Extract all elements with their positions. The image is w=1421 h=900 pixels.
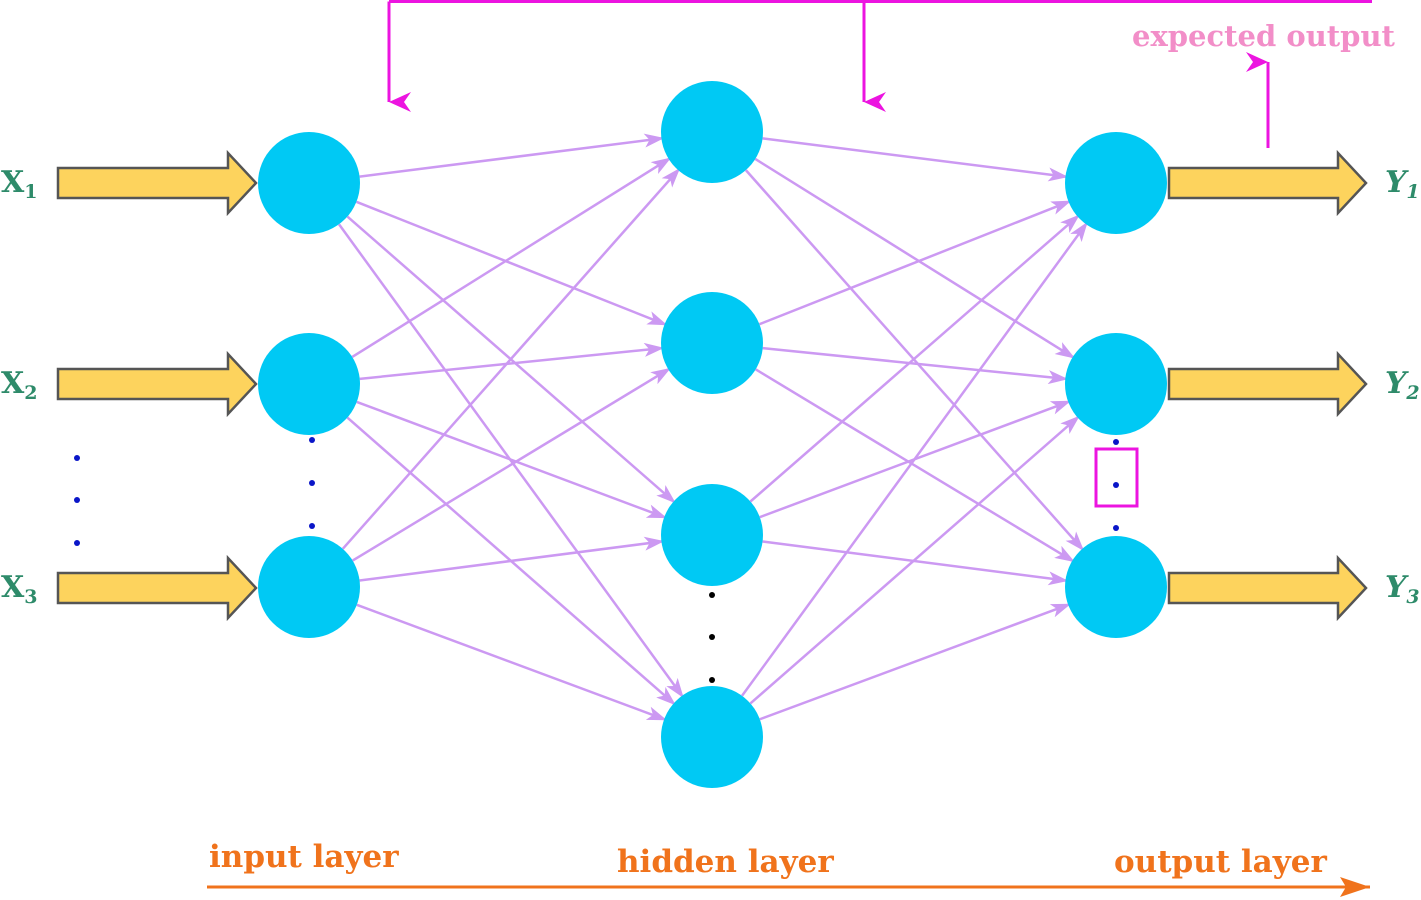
output-node-ellipsis <box>1113 439 1119 531</box>
output-node-3 <box>1065 536 1167 638</box>
output-node-1 <box>1065 132 1167 234</box>
input-label-3: X3 <box>1 570 38 608</box>
input-label-1: X1 <box>1 165 38 203</box>
input-node-1 <box>258 132 360 234</box>
output-arrows <box>1167 149 1368 622</box>
output-label-1: Y1 <box>1385 165 1420 203</box>
input-arrow-1 <box>56 149 258 217</box>
input-layer-label: input layer <box>209 839 399 875</box>
hidden-node-4 <box>661 686 763 788</box>
input-node-2 <box>258 333 360 435</box>
connection-input-hidden-3-3 <box>359 536 665 582</box>
connection-input-hidden-2-3 <box>356 400 668 519</box>
connection-hidden-output-4-1 <box>741 221 1089 697</box>
connection-input-hidden-3-2 <box>351 367 671 562</box>
hidden-node-2 <box>661 292 763 394</box>
error-highlight-box <box>1094 447 1139 508</box>
input-node-ellipsis <box>309 437 315 529</box>
output-arrow-1 <box>1167 149 1368 217</box>
output-layer-nodes <box>1065 132 1167 638</box>
input-layer-nodes <box>258 132 360 638</box>
connection-hidden-output-4-3 <box>759 602 1072 721</box>
hidden-node-1 <box>661 81 763 183</box>
input-label-2: X2 <box>1 366 38 404</box>
expected-output-label: expected output <box>1132 19 1395 53</box>
feedback-lines <box>387 0 1372 508</box>
output-layer-label: output layer <box>1114 844 1327 880</box>
connection-input-hidden-1-1 <box>359 133 665 178</box>
output-arrow-2 <box>1167 350 1368 418</box>
connection-input-hidden-3-4 <box>356 603 668 722</box>
input-arrows <box>56 149 258 622</box>
connection-input-hidden-1-2 <box>355 200 668 327</box>
connection-hidden-output-2-1 <box>758 199 1072 326</box>
connection-hidden-output-2-3 <box>755 368 1075 563</box>
output-label-2: Y2 <box>1385 366 1420 404</box>
input-node-3 <box>258 536 360 638</box>
hidden-layer-nodes <box>661 81 763 788</box>
output-node-2 <box>1065 333 1167 435</box>
connection-hidden-output-1-1 <box>762 137 1069 182</box>
connection-hidden-output-3-1 <box>749 214 1080 503</box>
hidden-layer-label: hidden layer <box>617 844 834 880</box>
input-arrow-3 <box>56 554 258 622</box>
input-arrow-2 <box>56 350 258 418</box>
output-arrow-3 <box>1167 554 1368 622</box>
hidden-node-3 <box>661 484 763 586</box>
hidden-node-ellipsis <box>709 592 715 683</box>
connection-input-hidden-2-2 <box>359 342 665 381</box>
connection-hidden-output-1-2 <box>754 157 1076 360</box>
input-ellipsis <box>74 455 80 546</box>
connection-hidden-output-1-3 <box>744 169 1085 552</box>
connection-lines <box>337 133 1089 722</box>
connection-input-hidden-2-1 <box>351 156 672 359</box>
connection-input-hidden-3-1 <box>341 167 681 550</box>
connection-hidden-output-4-2 <box>749 415 1080 705</box>
output-label-3: Y3 <box>1385 570 1420 608</box>
connection-hidden-output-2-2 <box>762 346 1069 385</box>
